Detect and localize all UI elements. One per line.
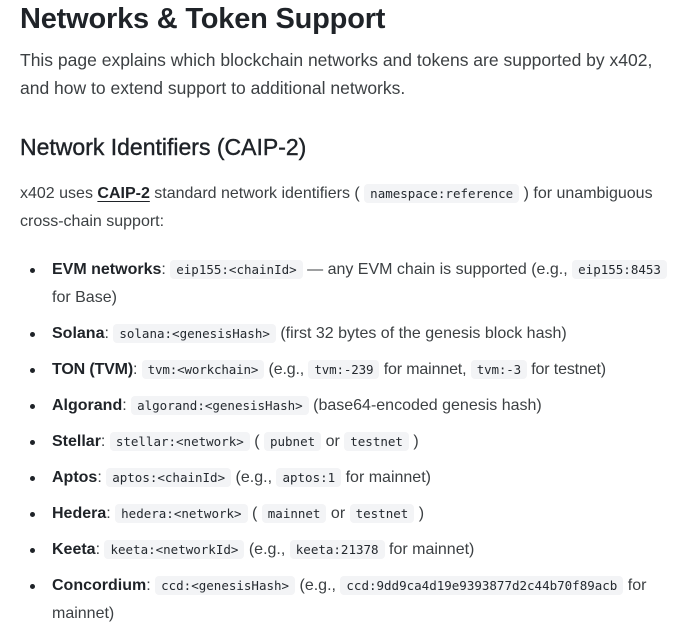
- network-text: (e.g.,: [295, 577, 341, 594]
- network-code: algorand:<genesisHash>: [131, 396, 309, 415]
- network-name: TON (TVM): [52, 361, 134, 378]
- network-code: hedera:<network>: [115, 504, 248, 523]
- list-item-evm: EVM networks: eip155:<chainId> — any EVM…: [20, 256, 690, 312]
- network-code: tvm:-239: [308, 360, 380, 379]
- network-text: (e.g.,: [264, 361, 309, 378]
- page-title: Networks & Token Support: [20, 3, 386, 35]
- section-heading: Network Identifiers (CAIP-2): [20, 134, 307, 160]
- network-text: for mainnet): [384, 541, 475, 558]
- network-text: ): [408, 433, 419, 450]
- desc-suffix: ) for unambiguous cross-chain support:: [20, 185, 653, 230]
- desc-mid: standard network identifiers (: [149, 185, 365, 202]
- list-item-algorand: Algorand: algorand:<genesisHash> (base64…: [20, 392, 690, 420]
- list-item-hedera: Hedera: hedera:<network> ( mainnet or te…: [20, 500, 690, 528]
- network-text: (: [247, 505, 262, 522]
- network-code: stellar:<network>: [109, 432, 250, 451]
- network-text: (base64-encoded genesis hash): [308, 397, 542, 414]
- network-code: keeta:<networkId>: [104, 540, 245, 559]
- network-name: Keeta: [52, 541, 96, 558]
- network-code: aptos:<chainId>: [106, 468, 232, 487]
- network-text: (: [249, 433, 264, 450]
- network-text: for testnet): [526, 361, 606, 378]
- network-code: tvm:-3: [470, 360, 527, 379]
- network-text: for mainnet): [52, 577, 647, 622]
- network-code: eip155:<chainId>: [170, 260, 303, 279]
- network-name: Aptos: [52, 469, 98, 486]
- network-text: for mainnet,: [379, 361, 471, 378]
- network-code: aptos:1: [276, 468, 342, 487]
- network-name: EVM networks: [52, 261, 162, 278]
- desc-prefix: x402 uses: [20, 185, 98, 202]
- network-name: Solana: [52, 325, 105, 342]
- list-item-ton: TON (TVM): tvm:<workchain> (e.g., tvm:-2…: [20, 356, 690, 384]
- caip2-link[interactable]: CAIP-2: [97, 185, 150, 202]
- network-text: for mainnet): [341, 469, 431, 486]
- network-name: Algorand: [52, 397, 123, 414]
- network-code: eip155:8453: [572, 260, 667, 279]
- network-code: mainnet: [261, 504, 327, 523]
- list-item-solana: Solana: solana:<genesisHash> (first 32 b…: [20, 320, 690, 348]
- list-item-keeta: Keeta: keeta:<networkId> (e.g., keeta:21…: [20, 536, 690, 564]
- network-text: ): [414, 505, 425, 522]
- desc-code: namespace:reference: [364, 184, 520, 203]
- network-code: ccd:9dd9ca4d19e9393877d2c44b70f89acb: [340, 576, 624, 595]
- network-code: ccd:<genesisHash>: [155, 576, 296, 595]
- network-code: solana:<genesisHash>: [113, 324, 276, 343]
- network-text: (e.g.,: [244, 541, 290, 558]
- network-name: Concordium: [52, 577, 147, 594]
- network-text: for Base): [52, 289, 117, 306]
- network-text: or: [321, 433, 345, 450]
- description-paragraph: x402 uses CAIP-2 standard network identi…: [20, 180, 670, 236]
- network-text: (first 32 bytes of the genesis block has…: [275, 325, 567, 342]
- list-item-aptos: Aptos: aptos:<chainId> (e.g., aptos:1 fo…: [20, 464, 690, 492]
- network-name: Hedera: [52, 505, 107, 522]
- network-name: Stellar: [52, 433, 101, 450]
- network-code: tvm:<workchain>: [141, 360, 265, 379]
- network-code: keeta:21378: [289, 540, 385, 559]
- network-text: or: [326, 505, 350, 522]
- intro-paragraph: This page explains which blockchain netw…: [20, 50, 653, 98]
- list-item-stellar: Stellar: stellar:<network> ( pubnet or t…: [20, 428, 690, 456]
- network-code: testnet: [349, 504, 415, 523]
- network-text: — any EVM chain is supported (e.g.,: [302, 261, 573, 278]
- list-item-concordium: Concordium: ccd:<genesisHash> (e.g., ccd…: [20, 572, 690, 628]
- network-code: pubnet: [263, 432, 322, 451]
- network-text: (e.g.,: [231, 469, 277, 486]
- page-content: Networks & Token Support This page expla…: [0, 0, 695, 102]
- network-list: EVM networks: eip155:<chainId> — any EVM…: [20, 256, 690, 636]
- network-code: testnet: [344, 432, 409, 451]
